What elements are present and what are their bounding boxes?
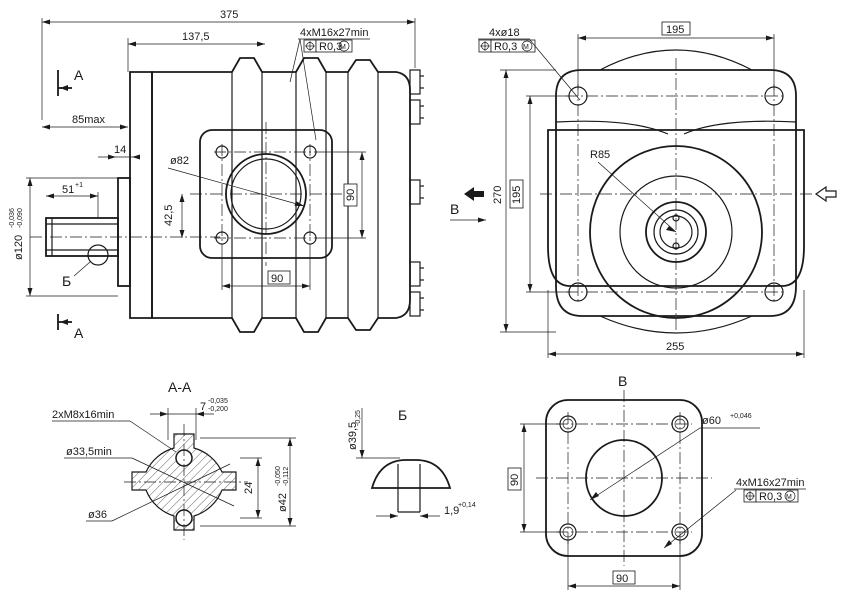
section-a-bot: A <box>74 325 84 341</box>
view-v-tol: R0,3 <box>759 491 782 503</box>
side-tol-mod: M <box>340 44 346 51</box>
dim-195-h: 195 <box>666 24 684 36</box>
pump-body <box>151 57 411 333</box>
detail-b-dia: ø39,5 <box>347 422 359 450</box>
side-view: 375 137,5 4xM16x27min R0,3 M A A 85max <box>9 9 424 341</box>
view-v: В ø60 +0,046 90 <box>507 373 806 590</box>
detail-b-label: Б <box>62 273 71 289</box>
aa-dia-36: ø36 <box>88 509 107 521</box>
front-tol: R0,3 <box>494 41 517 53</box>
aa-threads: 2xM8x16min <box>52 409 114 421</box>
dim-51-tol: +1 <box>75 182 83 189</box>
front-tol-mod: M <box>523 44 529 51</box>
aa-dim-7: 7 <box>200 401 206 413</box>
dim-42-5: 42,5 <box>163 205 175 226</box>
dim-o120-tol-upper: -0,036 <box>9 208 16 228</box>
dim-195-v: 195 <box>511 186 523 204</box>
aa-dim-7-tol-upper: -0,035 <box>208 398 228 405</box>
dim-o120: ø120 <box>13 235 25 260</box>
section-aa: А-А 2xM8x16min ø33,5min ø36 7 -0,035 -0,… <box>52 379 296 540</box>
view-b-label: В <box>450 201 459 217</box>
view-v-dim-90-h: 90 <box>616 573 628 585</box>
bolt-heads <box>409 69 424 317</box>
aa-dia-42-tol-upper: -0,050 <box>275 466 282 486</box>
flange-spigot <box>117 177 131 287</box>
dim-85max: 85max <box>72 114 106 126</box>
side-holes-label: 4xM16x27min <box>300 27 368 39</box>
detail-b-dia-tol: -0,25 <box>355 410 362 426</box>
dim-r85: R85 <box>590 149 610 161</box>
front-housing <box>547 129 805 287</box>
dim-90-h-side: 90 <box>271 273 283 285</box>
section-aa-title: А-А <box>168 379 192 395</box>
aa-dia-42-tol-lower: -0,112 <box>283 467 290 486</box>
outlet-arrow <box>464 187 484 201</box>
aa-dim-24: 24 <box>243 482 255 494</box>
view-v-tol-mod: M <box>786 494 792 501</box>
detail-b-title: Б <box>398 407 407 423</box>
detail-b-marker <box>87 244 109 266</box>
view-v-holes: 4xM16x27min <box>736 477 804 489</box>
aa-dia-42: ø42 <box>277 493 289 512</box>
section-a-top: A <box>74 67 84 83</box>
dim-51: 51 <box>62 184 74 196</box>
dim-255: 255 <box>666 341 684 353</box>
dim-o82: ø82 <box>170 155 189 167</box>
front-view: 4xø18 R0,3 M 195 <box>450 21 837 358</box>
dim-o120-tol-lower: -0,090 <box>17 208 24 228</box>
detail-b: Б ø39,5 -0,25 1,9 +0,14 <box>347 407 476 519</box>
mounting-flange <box>129 71 153 319</box>
view-v-bore: ø60 <box>702 415 721 427</box>
front-holes-label: 4xø18 <box>489 27 520 39</box>
detail-key <box>370 459 452 489</box>
dim-375: 375 <box>220 9 238 21</box>
inlet-arrow <box>814 185 837 203</box>
front-flange <box>555 69 797 317</box>
view-v-dim-90-v: 90 <box>509 474 521 486</box>
aa-dim-7-tol-lower: -0,200 <box>208 406 228 413</box>
side-tol: R0,3 <box>319 41 342 53</box>
dim-137-5: 137,5 <box>182 31 210 43</box>
dim-90-v-side: 90 <box>345 189 357 201</box>
view-v-bore-tol: +0,046 <box>730 413 752 420</box>
detail-b-dim-tol: +0,14 <box>458 502 476 509</box>
view-v-title: В <box>618 373 627 389</box>
dim-14: 14 <box>114 144 126 156</box>
detail-b-dim: 1,9 <box>444 505 459 517</box>
dim-270: 270 <box>492 186 504 204</box>
aa-dia-33: ø33,5min <box>66 446 112 458</box>
